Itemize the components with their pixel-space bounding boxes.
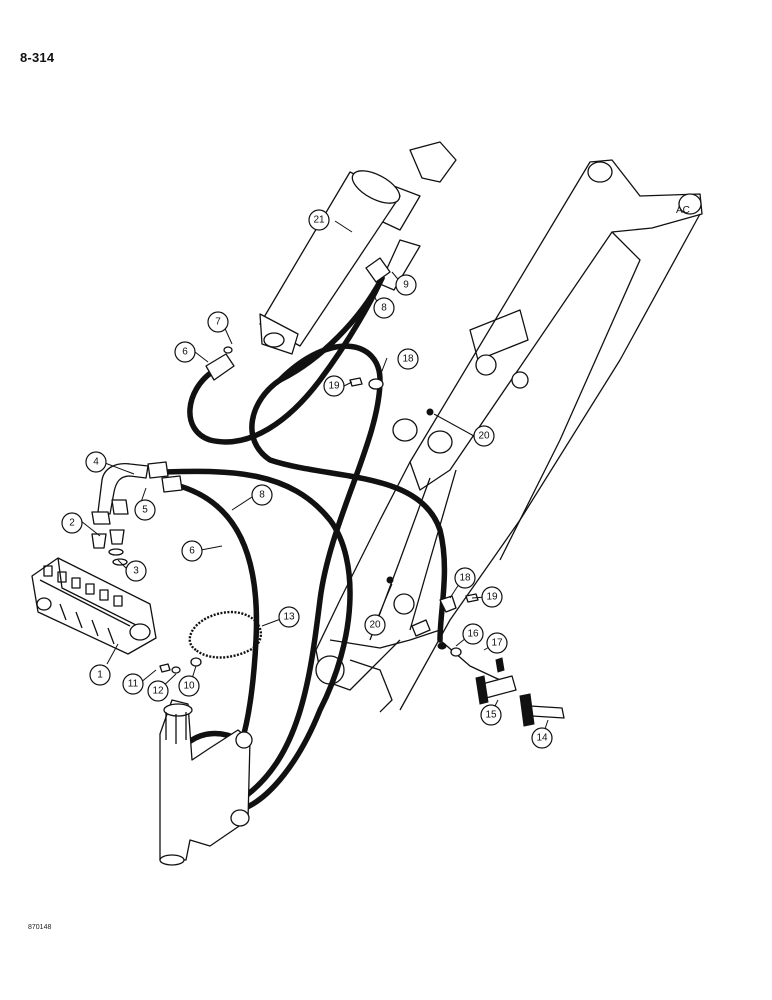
svg-text:21: 21: [313, 215, 325, 226]
page-number: 8-314: [20, 50, 55, 65]
svg-text:19: 19: [328, 381, 340, 392]
svg-text:14: 14: [536, 733, 548, 744]
callout-8-lower: 8: [251, 484, 273, 506]
callout-9: 9: [395, 274, 417, 296]
hardware: [159, 377, 479, 674]
svg-text:12: 12: [152, 686, 164, 697]
svg-text:16: 16: [467, 629, 479, 640]
svg-text:18: 18: [459, 573, 471, 584]
pins: [475, 657, 565, 727]
figure-code: 870148: [28, 924, 52, 931]
callout-11: 11: [122, 673, 144, 695]
svg-text:5: 5: [142, 505, 148, 516]
svg-text:3: 3: [133, 566, 139, 577]
callout-16: 16: [462, 623, 484, 645]
callout-18-upper: 18: [397, 348, 419, 370]
svg-text:13: 13: [283, 612, 295, 623]
svg-text:8: 8: [381, 303, 387, 314]
callout-7: 7: [207, 311, 229, 333]
callout-10: 10: [178, 675, 200, 697]
elbow-tube: [91, 462, 149, 525]
svg-text:10: 10: [183, 681, 195, 692]
callout-15: 15: [480, 704, 502, 726]
hose-fittings: [147, 257, 391, 493]
callout-8-upper: 8: [373, 297, 395, 319]
svg-text:6: 6: [189, 546, 195, 557]
svg-text:20: 20: [478, 431, 490, 442]
callout-14: 14: [531, 727, 553, 749]
callout-6-lower: 6: [181, 540, 203, 562]
svg-text:18: 18: [402, 354, 414, 365]
callout-1: 1: [89, 664, 111, 686]
swing-casting: [159, 699, 253, 866]
svg-text:17: 17: [491, 638, 503, 649]
svg-text:20: 20: [369, 620, 381, 631]
svg-text:1: 1: [97, 670, 103, 681]
svg-text:6: 6: [182, 347, 188, 358]
callout-18-lower: 18: [454, 567, 476, 589]
callout-20-lower: 20: [364, 614, 386, 636]
svg-text:19: 19: [486, 592, 498, 603]
callout-19-upper: 19: [323, 375, 345, 397]
callout-3: 3: [125, 560, 147, 582]
callout-6-upper: 6: [174, 341, 196, 363]
callout-12: 12: [147, 680, 169, 702]
svg-text:7: 7: [215, 317, 221, 328]
svg-text:9: 9: [403, 280, 409, 291]
svg-text:4: 4: [93, 457, 99, 468]
valve-fittings: [91, 529, 128, 566]
callout-21: 21: [308, 209, 330, 231]
svg-text:8: 8: [259, 490, 265, 501]
callout-20-upper: 20: [473, 425, 495, 447]
callout-5: 5: [134, 499, 156, 521]
callout-2: 2: [61, 512, 83, 534]
hoses: [161, 275, 501, 815]
callout-17: 17: [486, 632, 508, 654]
callout-4: 4: [85, 451, 107, 473]
svg-text:11: 11: [128, 679, 139, 690]
callout-13: 13: [278, 606, 300, 628]
control-valve: [31, 557, 157, 655]
spring-guard: [188, 610, 263, 659]
svg-text:2: 2: [69, 518, 75, 529]
svg-text:AC: AC: [676, 205, 690, 216]
svg-text:15: 15: [485, 710, 497, 721]
hydraulic-cylinder: [259, 141, 457, 355]
callout-19-lower: 19: [481, 586, 503, 608]
